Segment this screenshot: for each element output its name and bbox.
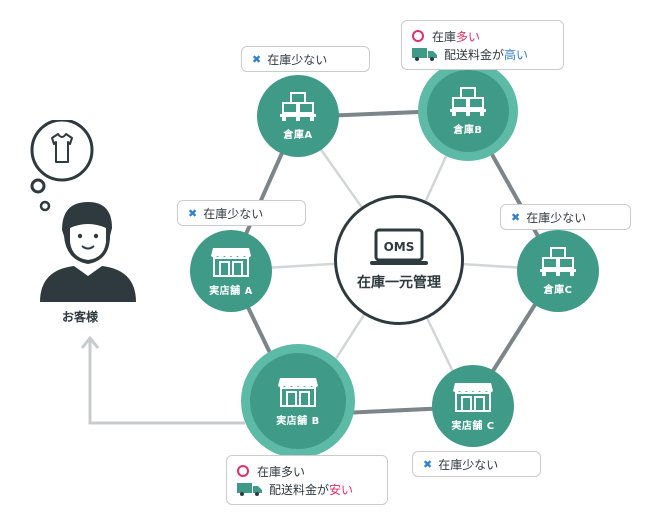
oms-title: 在庫一元管理	[357, 275, 441, 291]
warehouse-b-tag: 在庫多い 配送料金が高い	[401, 20, 564, 70]
store-c-stock: 在庫少ない	[438, 457, 499, 472]
store-c-node[interactable]: 実店舗 C	[432, 365, 514, 447]
warehouse-a-label: 倉庫A	[283, 129, 313, 141]
shipping-highlight: 高い	[504, 47, 529, 62]
warehouse-a-stock: 在庫少ない	[267, 52, 328, 67]
cross-icon: ✖	[252, 52, 262, 66]
laptop-icon: OMS	[370, 228, 428, 265]
store-b-label: 実店舗 B	[276, 415, 320, 427]
store-b-node[interactable]: 実店舗 B	[250, 353, 346, 449]
store-a-stock: 在庫少ない	[203, 206, 264, 221]
boxes-on-pallet-icon	[450, 86, 486, 116]
warehouse-c-node[interactable]: 倉庫C	[517, 230, 599, 312]
customer: お客様	[30, 118, 140, 324]
store-a-node[interactable]: 実店舗 A	[190, 230, 272, 312]
warehouse-c-stock: 在庫少ない	[526, 210, 587, 225]
store-b-tag: 在庫多い 配送料金が安い	[226, 455, 388, 505]
person-icon	[30, 118, 136, 302]
truck-icon	[237, 483, 262, 496]
shipping-highlight: 安い	[329, 482, 354, 497]
warehouse-c-label: 倉庫C	[543, 284, 573, 296]
warehouse-a-node[interactable]: 倉庫A	[257, 75, 339, 157]
warehouse-b-label: 倉庫B	[453, 124, 483, 136]
store-b-stock: 在庫多い	[257, 464, 306, 479]
oms-center[interactable]: OMS 在庫一元管理	[334, 195, 464, 325]
storefront-icon	[453, 382, 493, 412]
warehouse-b-node[interactable]: 倉庫B	[427, 70, 509, 152]
delivery-arrow-line	[88, 340, 245, 425]
cross-icon: ✖	[423, 457, 433, 471]
boxes-on-pallet-icon	[540, 246, 576, 276]
cross-icon: ✖	[188, 206, 198, 220]
circle-icon	[412, 30, 424, 42]
tshirt-icon	[51, 133, 73, 163]
warehouse-a-tag: ✖ 在庫少ない	[241, 46, 370, 72]
circle-icon	[237, 465, 249, 477]
cross-icon: ✖	[511, 210, 521, 224]
oms-badge: OMS	[384, 240, 415, 254]
store-c-tag: ✖ 在庫少ない	[412, 451, 541, 477]
boxes-on-pallet-icon	[280, 91, 316, 121]
storefront-icon	[278, 377, 318, 407]
truck-icon	[412, 48, 437, 61]
stock-highlight: 多い	[456, 29, 481, 44]
store-a-tag: ✖ 在庫少ない	[177, 200, 306, 226]
storefront-icon	[211, 247, 251, 277]
store-a-label: 実店舗 A	[209, 285, 253, 297]
warehouse-c-tag: ✖ 在庫少ない	[500, 204, 631, 230]
customer-label: お客様	[61, 310, 98, 324]
store-c-label: 実店舗 C	[451, 420, 495, 432]
delivery-arrowhead	[80, 335, 100, 349]
